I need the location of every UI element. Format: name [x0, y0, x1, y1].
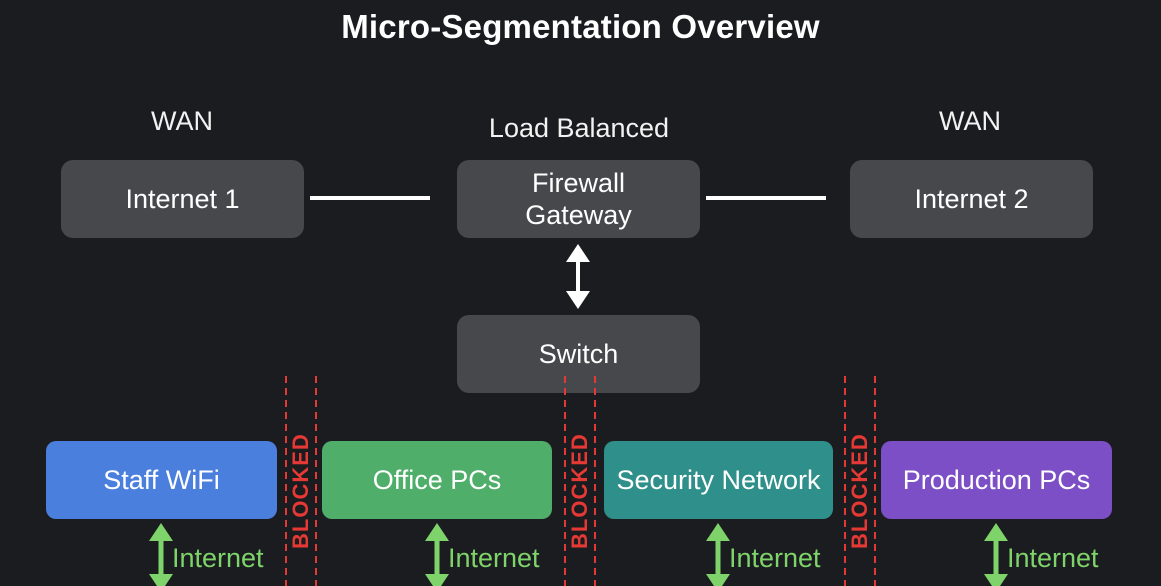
firewall-switch-arrow [566, 244, 590, 309]
switch-label: Switch [538, 338, 619, 369]
segment-office-pcs: Office PCs [322, 441, 552, 519]
segment-production-pcs: Production PCs [881, 441, 1112, 519]
load-balanced-label: Load Balanced [488, 113, 670, 143]
wan-right-label: WAN [939, 106, 1001, 136]
internet-2-label: Internet 2 [914, 183, 1029, 214]
internet-1-label: Internet 1 [125, 183, 240, 214]
internet-arrow-security [706, 523, 730, 586]
segment-security-network: Security Network [604, 441, 833, 519]
blocked-label-3: BLOCKED [847, 433, 872, 549]
blocked-label-1: BLOCKED [288, 433, 313, 549]
firewall-label-line2: Gateway [525, 200, 632, 230]
segment-label: Production PCs [902, 464, 1091, 495]
segment-label: Office PCs [372, 464, 502, 495]
internet-label-security: Internet [729, 543, 821, 573]
firewall-label-line1: Firewall [531, 167, 625, 198]
firewall-gateway-node: Firewall Gateway [457, 160, 700, 238]
switch-node: Switch [457, 315, 700, 393]
internet-2-node: Internet 2 [850, 160, 1093, 238]
internet-1-node: Internet 1 [61, 160, 304, 238]
diagram-title: Micro-Segmentation Overview [341, 8, 820, 45]
internet-arrow-production [984, 523, 1008, 586]
internet-label-staff: Internet [172, 543, 264, 573]
internet-label-office: Internet [448, 543, 540, 573]
internet-arrow-office [425, 523, 449, 586]
internet-arrows [149, 523, 1008, 586]
internet-label-production: Internet [1007, 543, 1099, 573]
blocked-lines [285, 376, 876, 586]
internet-arrow-staff [149, 523, 173, 586]
segment-label: Security Network [616, 464, 821, 495]
wan-left-label: WAN [151, 106, 213, 136]
segment-staff-wifi: Staff WiFi [46, 441, 277, 519]
segment-label: Staff WiFi [103, 464, 220, 495]
blocked-label-2: BLOCKED [567, 433, 592, 549]
